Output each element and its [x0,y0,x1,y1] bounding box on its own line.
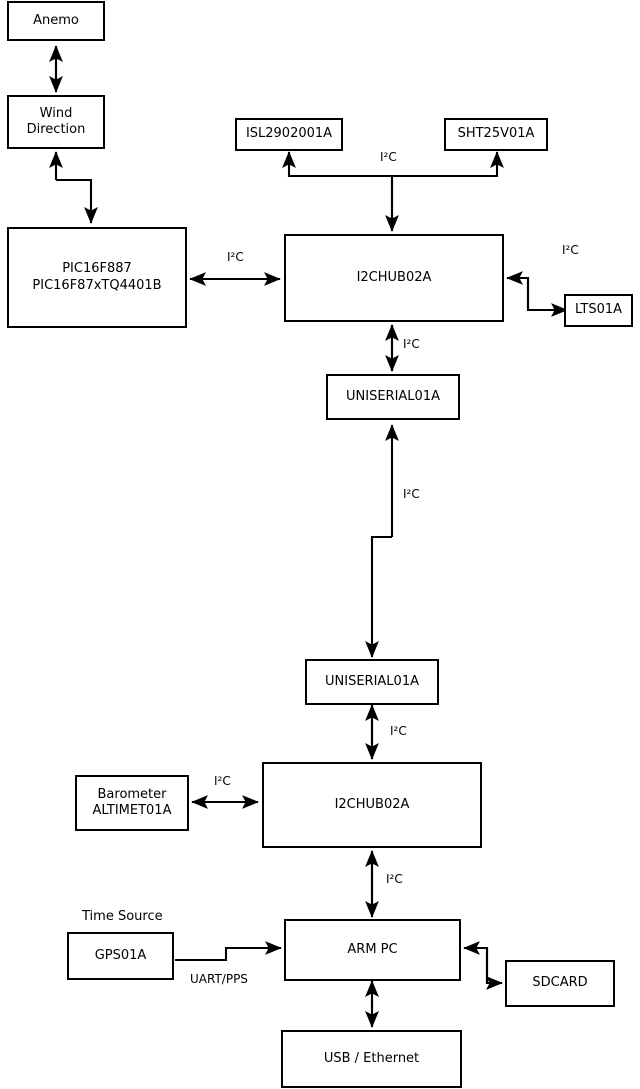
edge-label-i2c-baro-hub: I²C [214,774,231,788]
node-isl2902001a[interactable]: ISL2902001A [235,118,343,151]
node-sdcard[interactable]: SDCARD [505,960,615,1007]
connector-hub-sht [392,151,504,178]
node-usb-ethernet[interactable]: USB / Ethernet [281,1030,462,1088]
node-lts01a[interactable]: LTS01A [564,294,633,327]
node-pic-mcu[interactable]: PIC16F887 PIC16F87xTQ4401B [7,227,187,328]
node-wind-direction-label-2: Direction [26,122,86,137]
connector-hub-isl [282,151,392,178]
node-anemo[interactable]: Anemo [7,1,105,41]
node-sdcard-label: SDCARD [532,975,588,991]
node-isl2902001a-label: ISL2902001A [245,126,333,142]
node-barometer-altimet01a[interactable]: Barometer ALTIMET01A [75,775,189,831]
node-pic-mcu-label-2: PIC16F87xTQ4401B [32,277,162,293]
connector-uni-link-down [365,535,392,658]
edge-label-i2c-hub-lts: I²C [562,243,579,257]
edge-label-i2c-hub-arm: I²C [386,872,403,886]
node-usb-ethernet-label: USB / Ethernet [323,1050,420,1066]
node-pic-mcu-label: PIC16F887 [62,261,132,277]
edge-label-i2c-sensors: I²C [380,150,397,164]
node-arm-pc-label: ARM PC [347,941,398,957]
connector-arm-sdcard-out [464,946,503,990]
node-anemo-label: Anemo [33,12,79,28]
label-time-source: Time Source [82,909,163,924]
connector-sdcard-arm-in [463,941,489,983]
node-lts01a-label: LTS01A [574,302,623,318]
node-i2chub02a-bottom-label: I2CHUB02A [334,796,410,812]
edge-label-i2c-hub-uni-top: I²C [403,337,420,351]
node-uniserial01a-top-label: UNISERIAL01A [346,388,440,404]
node-sht25v01a-label: SHT25V01A [457,126,535,142]
node-gps01a-label: GPS01A [94,947,147,963]
node-uniserial01a-bottom-label: UNISERIAL01A [325,673,419,689]
node-barometer-label-2: ALTIMET01A [92,803,172,818]
node-i2chub02a-top-label: I2CHUB02A [356,269,432,285]
node-barometer-label: Barometer [97,786,167,802]
edge-label-i2c-uni-hub-bottom: I²C [390,724,407,738]
connector-hub-lts-out [507,276,568,317]
edge-label-uart-pps: UART/PPS [190,972,248,986]
edge-label-i2c-uni-link: I²C [403,487,420,501]
connector-wind-pic-down [56,178,98,224]
node-gps01a[interactable]: GPS01A [67,932,174,980]
node-sht25v01a[interactable]: SHT25V01A [444,118,548,151]
node-wind-direction[interactable]: Wind Direction [7,95,105,149]
connector-gps-arm [175,941,282,962]
node-uniserial01a-bottom[interactable]: UNISERIAL01A [305,659,439,705]
node-uniserial01a-top[interactable]: UNISERIAL01A [326,374,460,420]
node-i2chub02a-top[interactable]: I2CHUB02A [284,234,504,322]
node-arm-pc[interactable]: ARM PC [284,919,461,981]
edge-label-i2c-pic-hub: I²C [227,250,244,264]
node-wind-direction-label: Wind [39,105,73,121]
node-i2chub02a-bottom[interactable]: I2CHUB02A [262,762,482,848]
connector-lts-hub-in [506,271,530,310]
